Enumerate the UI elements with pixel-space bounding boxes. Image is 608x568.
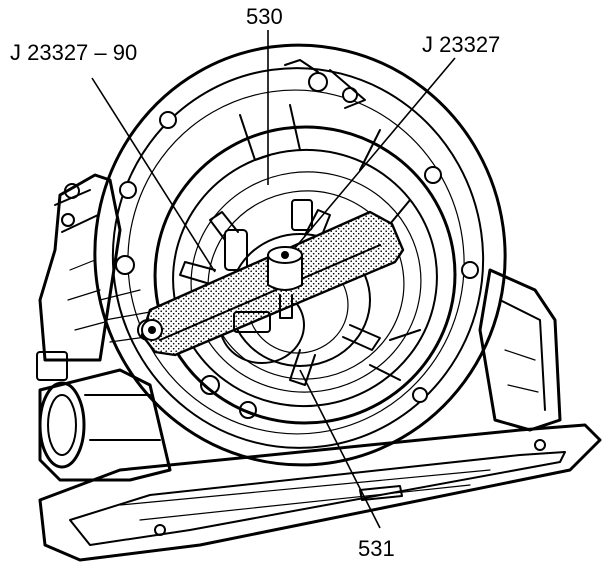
right-bracket bbox=[478, 268, 562, 432]
label-part-bottom: 531 bbox=[358, 536, 395, 561]
callout-leaders bbox=[91, 30, 456, 529]
label-part-top: 530 bbox=[246, 4, 283, 29]
housing-ring bbox=[93, 43, 507, 467]
oil-pan bbox=[38, 423, 602, 562]
transmission-case bbox=[36, 173, 172, 482]
label-tool-right: J 23327 bbox=[422, 32, 500, 57]
leader-tool-right bbox=[294, 57, 456, 249]
leader-part-bottom bbox=[299, 369, 381, 529]
leader-tool-left bbox=[91, 77, 216, 273]
label-tool-left: J 23327 – 90 bbox=[10, 40, 137, 65]
tool-screw-j23327 bbox=[267, 246, 303, 319]
